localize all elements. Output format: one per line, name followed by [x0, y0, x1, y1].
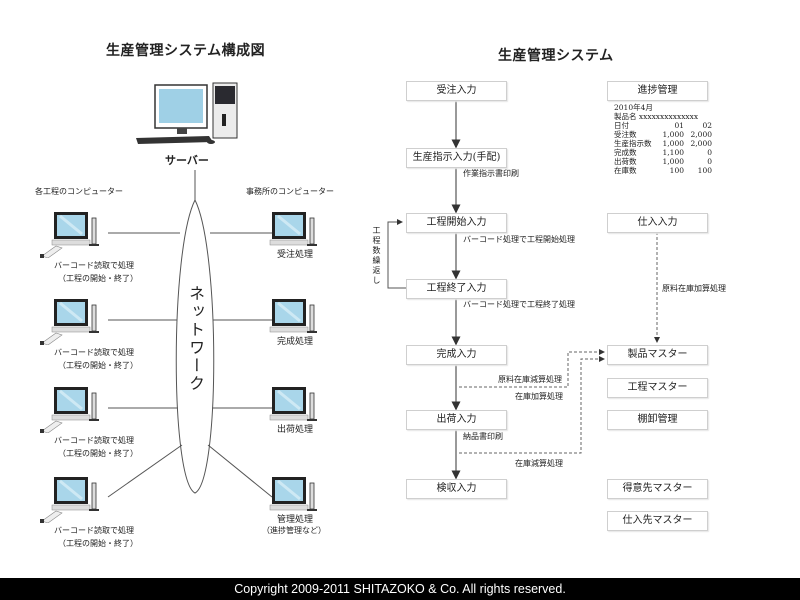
office-link-4 — [207, 444, 273, 498]
factory-pc-label: バーコード読取で処理 — [54, 436, 134, 445]
progress-row: 受注数 1,000 2,000 — [612, 130, 714, 139]
office-pc-label: 管理処理 — [276, 515, 313, 525]
progress-box[interactable]: 進捗管理 — [607, 81, 708, 101]
factory-computer-icon — [40, 297, 100, 349]
progress-cell: 2,000 — [690, 139, 712, 148]
factory-computer-icon — [40, 210, 100, 262]
production-instruction-box[interactable]: 生産指示入力(手配) — [406, 148, 507, 168]
progress-cell: 1,000 — [662, 157, 684, 166]
product-master-box[interactable]: 製品マスター — [607, 345, 708, 365]
progress-cell: 01 — [674, 121, 684, 130]
inventory-box[interactable]: 棚卸管理 — [607, 410, 708, 430]
completion-input-box[interactable]: 完成入力 — [406, 345, 507, 365]
factory-pc-sublabel: （工程の開始・終了） — [58, 449, 138, 458]
office-pc-label: 完成処理 — [276, 337, 313, 347]
factory-pc-label: バーコード読取で処理 — [54, 348, 134, 357]
factory-group-label: 各工程のコンピューター — [35, 187, 123, 196]
delivery-print-note: 納品書印刷 — [463, 432, 503, 441]
factory-pc-sublabel: （工程の開始・終了） — [58, 361, 138, 370]
progress-table: 2010年4月 製品名 xxxxxxxxxxxxxx 日付 01 02 受注数 1,00… — [614, 103, 714, 175]
progress-cell: 02 — [702, 121, 712, 130]
progress-period: 2010年4月 — [614, 103, 653, 112]
server-label: サーバー — [165, 154, 209, 167]
completion-to-product-arrow — [459, 349, 605, 388]
process-master-box[interactable]: 工程マスター — [607, 378, 708, 398]
purchase-input-box[interactable]: 仕入入力 — [607, 213, 708, 233]
server-computer-icon — [133, 78, 248, 148]
stock-sub-note: 在庫減算処理 — [515, 459, 563, 468]
configuration-title: 生産管理システム構成図 — [106, 43, 266, 59]
office-computer-icon — [258, 385, 318, 437]
office-group-label: 事務所のコンピューター — [246, 187, 334, 196]
factory-pc-sublabel: （工程の開始・終了） — [58, 274, 138, 283]
barcode-end-note: バーコード処理で工程終了処理 — [463, 300, 575, 309]
product-value: xxxxxxxxxxxxxx — [638, 112, 699, 121]
progress-row: 出荷数 1,000 0 — [612, 157, 714, 166]
progress-cell: 1,000 — [662, 139, 684, 148]
office-computer-icon — [258, 210, 318, 262]
loop-arrow — [387, 219, 406, 289]
office-computer-icon — [258, 475, 318, 527]
raw-material-add-note: 原料在庫加算処理 — [662, 284, 726, 293]
inspection-input-box[interactable]: 検収入力 — [406, 479, 507, 499]
progress-cell: 2,000 — [690, 130, 712, 139]
progress-rows: 日付 01 02 受注数 1,000 2,000 生産指示数 1,000 2,000 完成数 1,1… — [612, 121, 714, 175]
customer-master-box[interactable]: 得意先マスター — [607, 479, 708, 499]
copyright-footer: Copyright 2009-2011 SHITAZOKO & Co. All … — [0, 578, 800, 600]
shipping-to-product-arrow — [459, 356, 605, 454]
factory-link-4 — [107, 444, 183, 498]
factory-computer-icon — [40, 475, 100, 527]
work-order-print-note: 作業指示書印刷 — [463, 169, 519, 178]
barcode-start-note: バーコード処理で工程開始処理 — [463, 235, 575, 244]
progress-cell: 生産指示数 — [614, 139, 652, 148]
progress-cell: 0 — [707, 148, 712, 157]
factory-computer-icon — [40, 385, 100, 437]
raw-material-sub-note: 原料在庫減算処理 — [498, 375, 562, 384]
progress-cell: 1,100 — [662, 148, 684, 157]
progress-cell: 完成数 — [614, 148, 637, 157]
progress-row: 在庫数 100 100 — [612, 166, 714, 175]
progress-row: 完成数 1,100 0 — [612, 148, 714, 157]
process-end-box[interactable]: 工程終了入力 — [406, 279, 507, 299]
progress-cell: 0 — [707, 157, 712, 166]
loop-note: 工程数繰返し — [372, 226, 381, 286]
progress-cell: 出荷数 — [614, 157, 637, 166]
network-label: ネットワーク — [186, 285, 205, 393]
progress-cell: 100 — [697, 166, 712, 175]
factory-pc-label: バーコード読取で処理 — [54, 261, 134, 270]
office-computer-icon — [258, 297, 318, 349]
progress-cell: 1,000 — [662, 130, 684, 139]
office-pc-sublabel: （進捗管理など） — [262, 526, 326, 535]
progress-cell: 100 — [669, 166, 684, 175]
shipping-input-box[interactable]: 出荷入力 — [406, 410, 507, 430]
network-ellipse — [175, 198, 215, 494]
progress-row: 日付 01 02 — [612, 121, 714, 130]
factory-pc-label: バーコード読取で処理 — [54, 526, 134, 535]
progress-cell: 日付 — [614, 121, 629, 130]
progress-cell: 在庫数 — [614, 166, 637, 175]
office-pc-label: 出荷処理 — [276, 425, 313, 435]
stock-add-note: 在庫加算処理 — [515, 392, 563, 401]
process-start-box[interactable]: 工程開始入力 — [406, 213, 507, 233]
office-pc-label: 受注処理 — [276, 250, 313, 260]
supplier-master-box[interactable]: 仕入先マスター — [607, 511, 708, 531]
progress-cell: 受注数 — [614, 130, 637, 139]
product-label: 製品名 — [614, 112, 637, 121]
system-title: 生産管理システム — [498, 48, 614, 64]
progress-row: 生産指示数 1,000 2,000 — [612, 139, 714, 148]
factory-pc-sublabel: （工程の開始・終了） — [58, 539, 138, 548]
order-input-box[interactable]: 受注入力 — [406, 81, 507, 101]
